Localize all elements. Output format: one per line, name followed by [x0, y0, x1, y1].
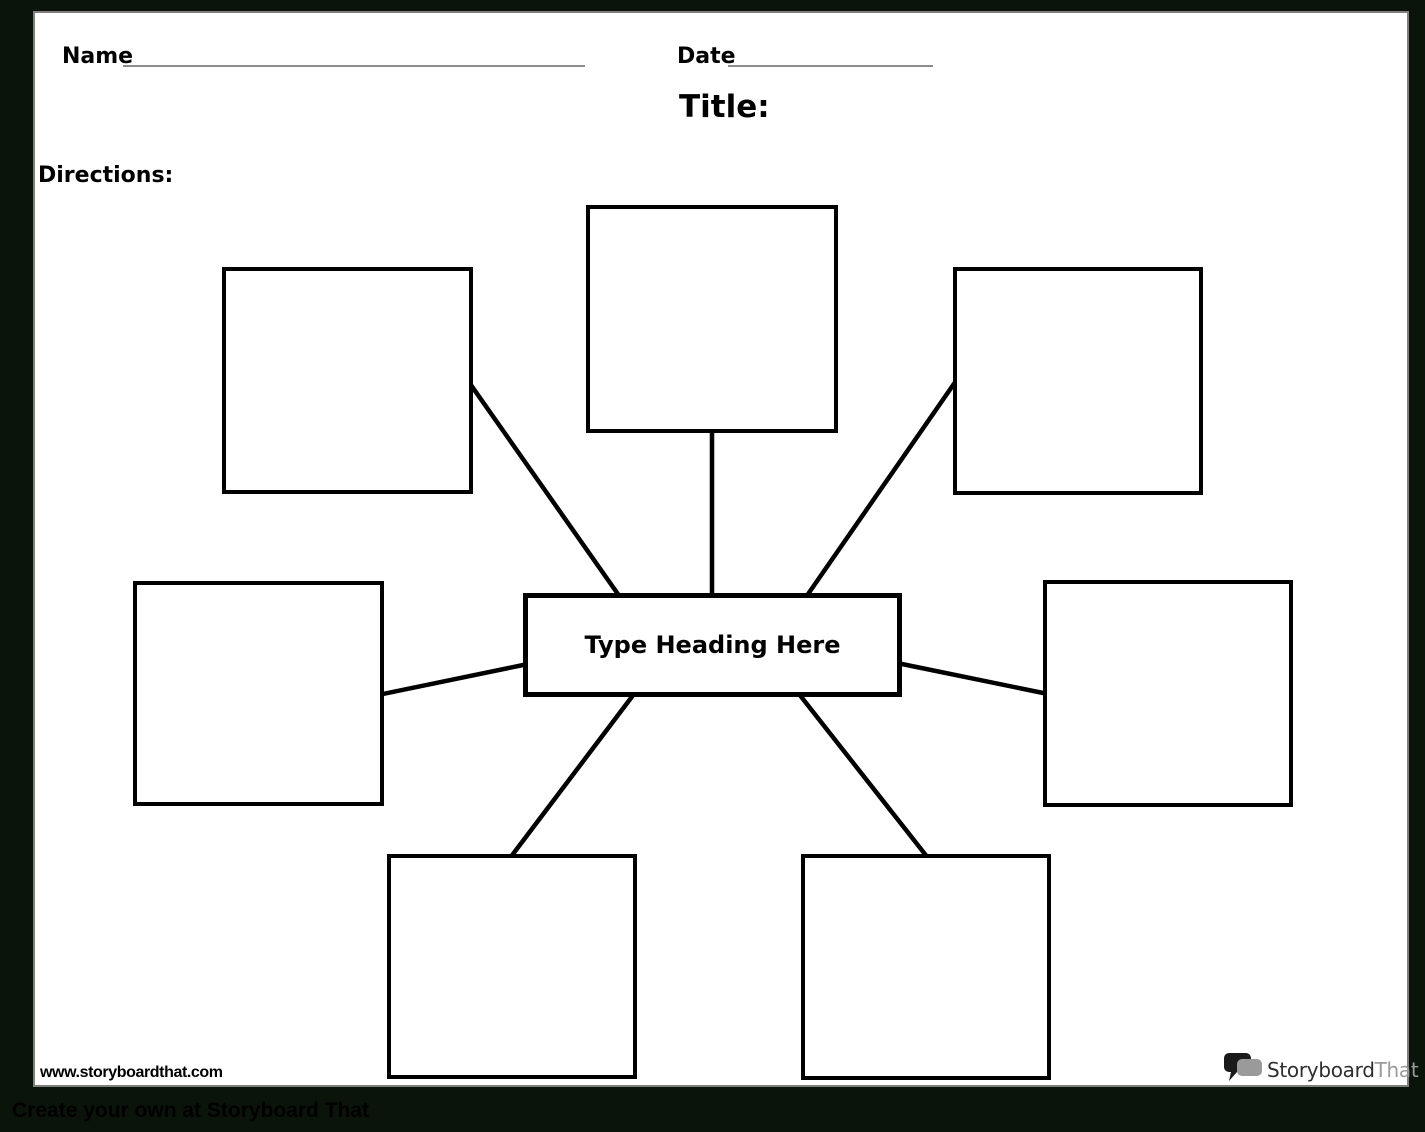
topic-box-top-left[interactable] [222, 267, 473, 494]
connector-bottom-left [508, 692, 636, 860]
footer-tagline: Create your own at Storyboard That [12, 1099, 370, 1122]
logo-wordmark-primary: Storyboard [1267, 1057, 1375, 1082]
connector-middle-left [377, 661, 529, 698]
speech-bubbles-icon [1224, 1053, 1262, 1081]
directions-label: Directions: [38, 163, 174, 188]
worksheet-page [33, 11, 1409, 1087]
date-blank-line[interactable] [728, 65, 933, 67]
center-heading-box[interactable]: Type Heading Here [523, 593, 902, 697]
title-label: Title: [679, 89, 770, 125]
connector-middle-right [896, 660, 1049, 697]
connector-top-left [464, 376, 622, 599]
topic-box-top-right[interactable] [953, 267, 1203, 495]
center-heading-text: Type Heading Here [584, 631, 841, 659]
topic-box-middle-right[interactable] [1043, 580, 1293, 807]
date-label: Date [677, 44, 736, 69]
logo-wordmark: StoryboardThat [1267, 1057, 1419, 1082]
storyboardthat-logo: StoryboardThat [1224, 1053, 1419, 1086]
name-label: Name [62, 44, 134, 69]
logo-wordmark-secondary: That [1374, 1057, 1419, 1082]
connector-bottom-right [797, 692, 930, 860]
name-blank-line[interactable] [123, 65, 585, 67]
topic-box-bottom-right[interactable] [801, 854, 1051, 1080]
connector-top-right [804, 376, 960, 599]
topic-box-bottom-left[interactable] [387, 854, 637, 1079]
topic-box-top-center[interactable] [586, 205, 838, 433]
footer-website-url: www.storyboardthat.com [40, 1064, 223, 1081]
topic-box-middle-left[interactable] [133, 581, 384, 806]
